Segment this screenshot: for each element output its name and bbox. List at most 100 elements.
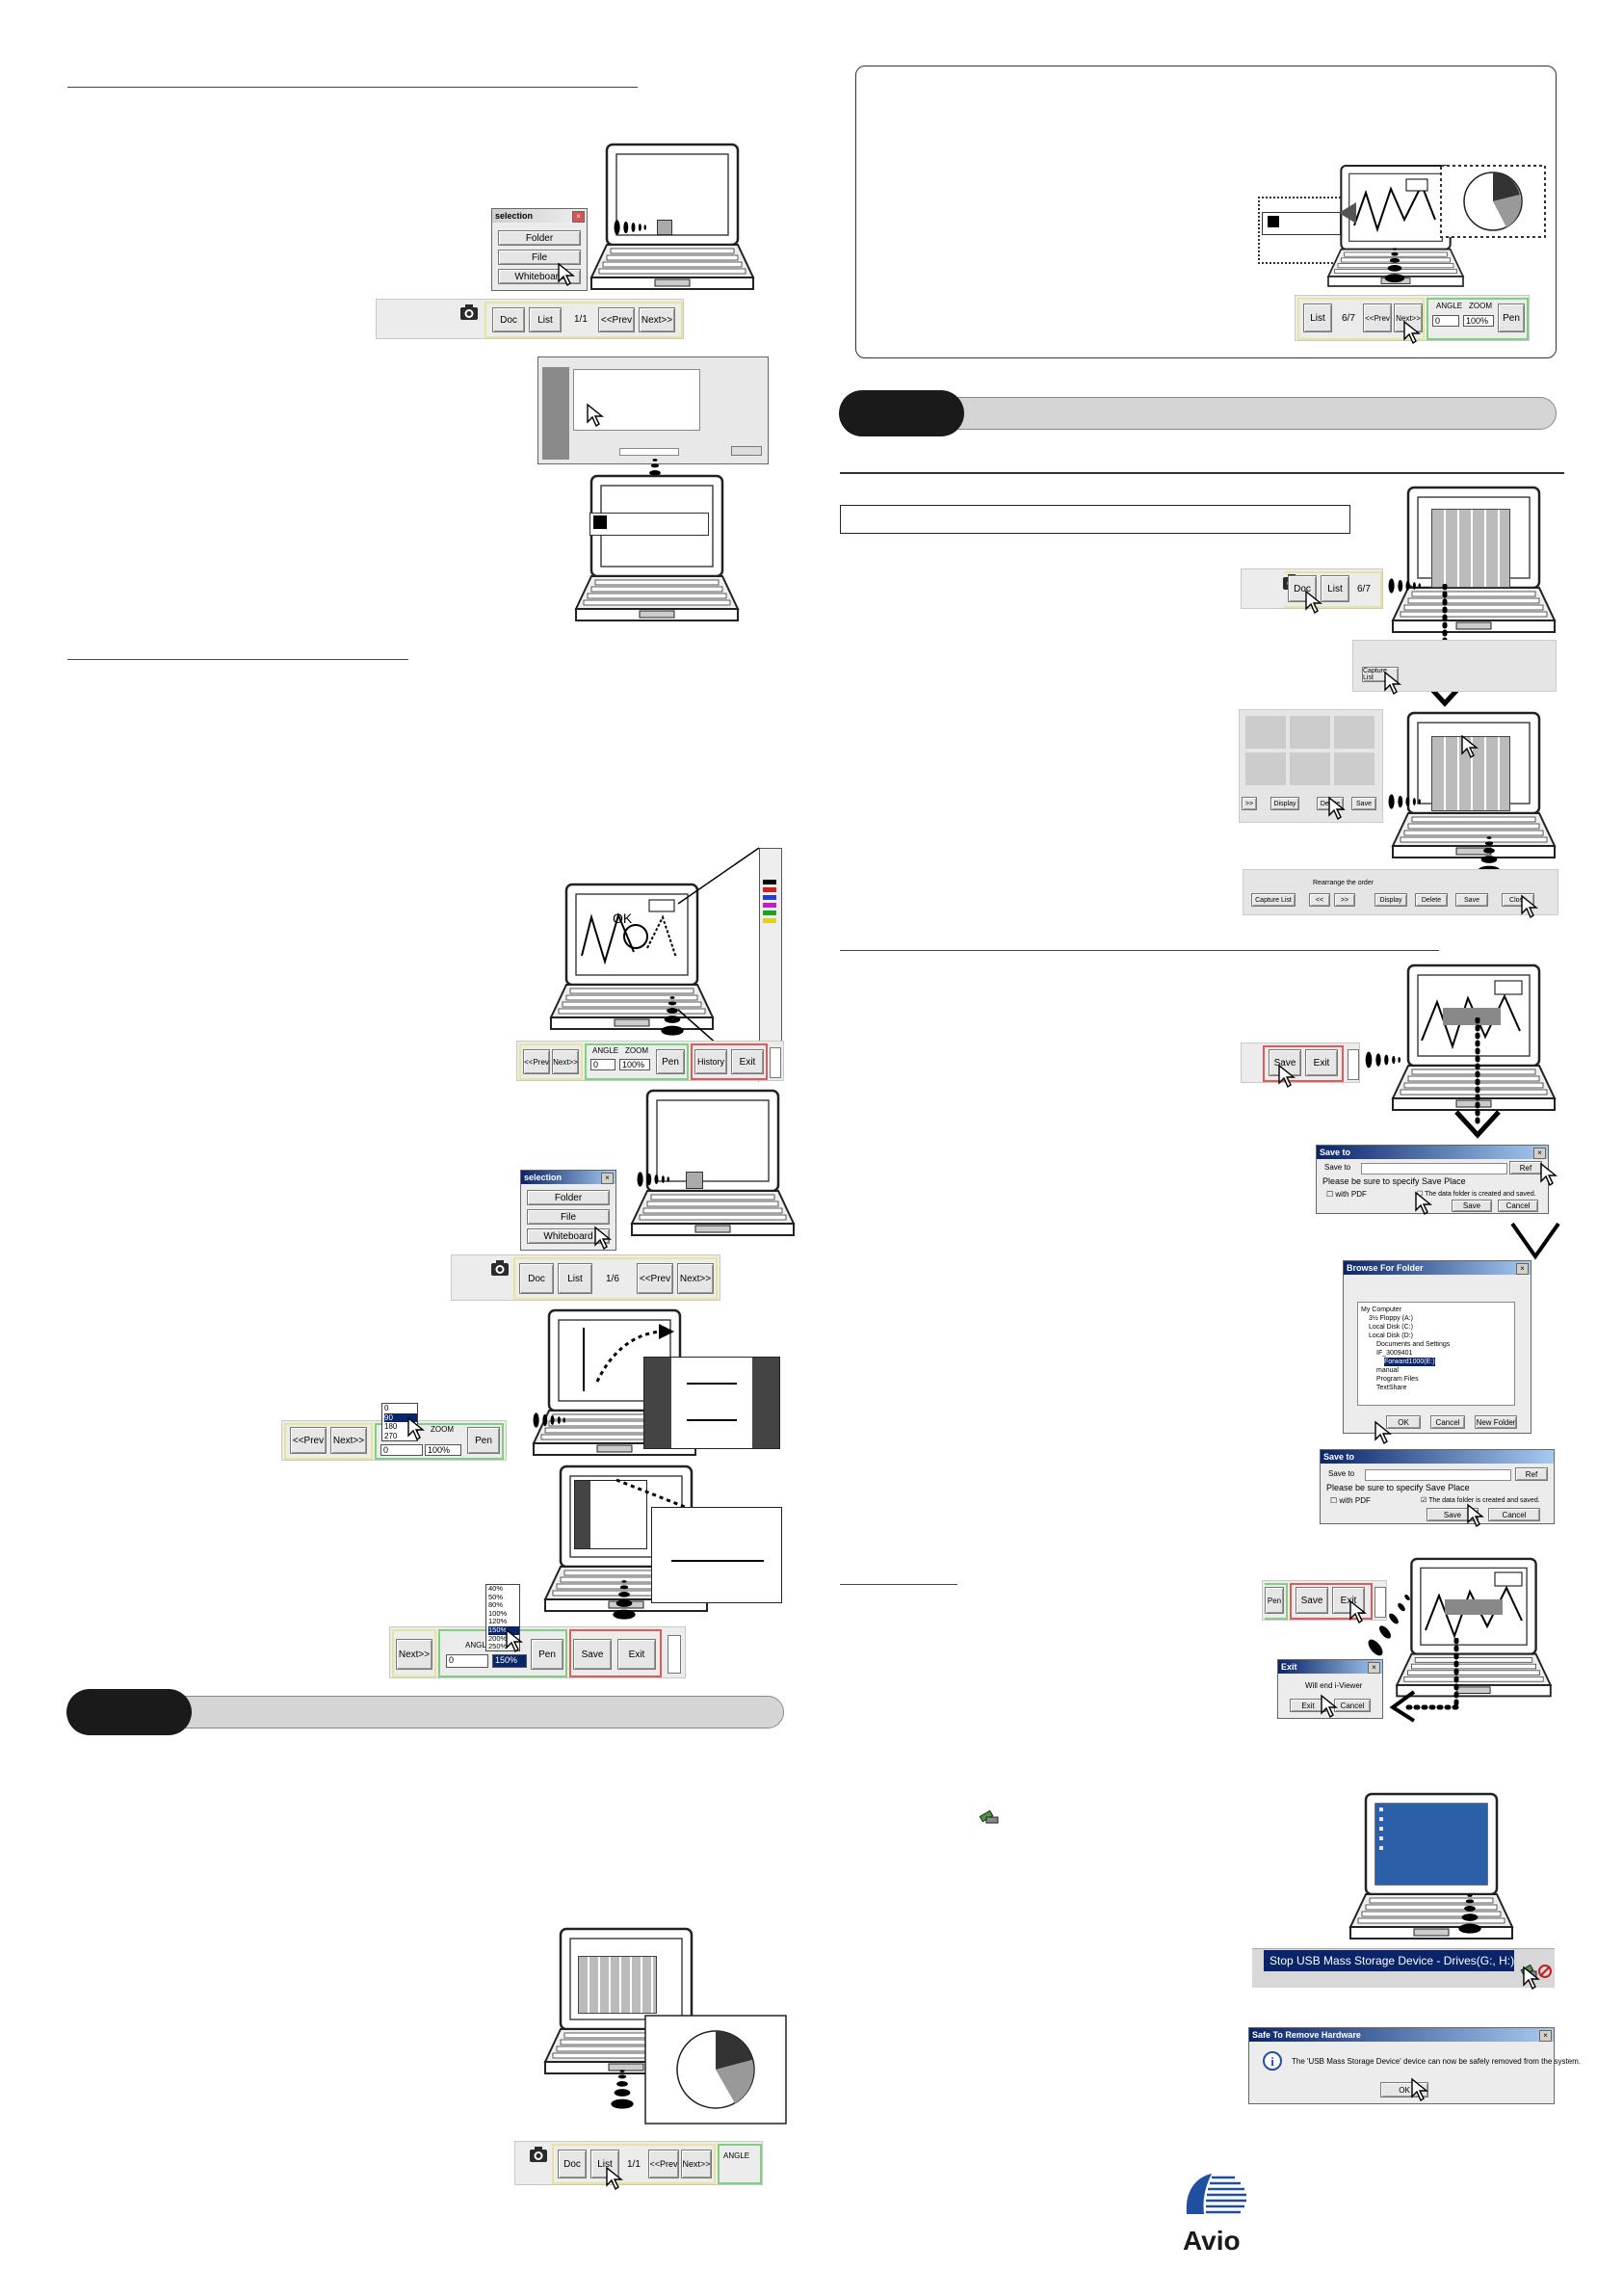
prev-button[interactable]: <<Prev bbox=[1363, 303, 1392, 332]
doc-button[interactable]: Doc bbox=[558, 2150, 587, 2178]
save-button[interactable]: Save bbox=[1351, 797, 1376, 810]
usb-stop-tooltip[interactable]: Stop USB Mass Storage Device - Drives(G:… bbox=[1264, 1950, 1514, 1971]
zoom-select[interactable]: 100% bbox=[425, 1444, 461, 1456]
close-icon[interactable]: × bbox=[1539, 2030, 1552, 2042]
cancel-button[interactable]: Cancel bbox=[1334, 1699, 1371, 1712]
tree-item[interactable]: TextShare bbox=[1376, 1385, 1407, 1391]
tree-item[interactable]: IF_3009401 bbox=[1376, 1350, 1413, 1357]
camera-icon[interactable] bbox=[490, 1259, 510, 1277]
cancel-button[interactable]: Cancel bbox=[1488, 1508, 1540, 1521]
delete-button[interactable]: Delete bbox=[1415, 893, 1448, 907]
zoom-option[interactable]: 120% bbox=[488, 1617, 508, 1626]
created-checkbox[interactable]: ☐ The data folder is created and saved. bbox=[1417, 1191, 1536, 1198]
file-button[interactable]: File bbox=[527, 1209, 610, 1225]
close-icon[interactable]: × bbox=[1368, 1662, 1380, 1674]
prev-button[interactable]: <<Prev bbox=[637, 1263, 673, 1294]
zoom-option[interactable]: 80% bbox=[488, 1600, 504, 1610]
capture-list-button[interactable]: Capture List bbox=[1251, 893, 1296, 907]
display-button[interactable]: Display bbox=[1270, 797, 1299, 810]
angle-select[interactable]: 0 bbox=[590, 1059, 615, 1070]
close-icon[interactable]: × bbox=[1533, 1148, 1546, 1159]
move-right-button[interactable]: >> bbox=[1242, 797, 1257, 810]
open-button[interactable] bbox=[731, 446, 762, 456]
next-button[interactable]: Next>> bbox=[552, 1049, 579, 1074]
prev-button[interactable]: <<Prev bbox=[523, 1049, 550, 1074]
zoom-option[interactable]: 200% bbox=[488, 1633, 508, 1643]
created-checkbox[interactable]: ☑ The data folder is created and saved. bbox=[1421, 1497, 1540, 1504]
save-path-input[interactable] bbox=[1361, 1163, 1507, 1174]
ref-button[interactable]: Ref bbox=[1515, 1467, 1548, 1481]
move-right-button[interactable]: >> bbox=[1334, 893, 1355, 907]
save-button[interactable]: Save bbox=[1455, 893, 1488, 907]
exit-button[interactable]: Exit bbox=[731, 1049, 764, 1074]
with-pdf-checkbox[interactable]: ☐ with PDF bbox=[1326, 1190, 1367, 1199]
prev-button[interactable]: <<Prev bbox=[290, 1427, 327, 1454]
save-path-input[interactable] bbox=[1365, 1469, 1511, 1481]
pen-button[interactable]: Pen bbox=[1498, 303, 1525, 332]
zoom-option[interactable]: 50% bbox=[488, 1592, 504, 1601]
angle-select[interactable]: 0 bbox=[1432, 315, 1459, 327]
tree-item[interactable]: manual bbox=[1376, 1367, 1399, 1374]
close-icon[interactable]: × bbox=[572, 211, 585, 223]
whiteboard-button[interactable]: Whiteboard bbox=[527, 1228, 610, 1244]
save-button[interactable]: Save bbox=[1427, 1508, 1479, 1521]
zoom-select[interactable]: 100% bbox=[619, 1059, 650, 1070]
folder-button[interactable]: Folder bbox=[527, 1190, 610, 1205]
next-button[interactable]: Next>> bbox=[330, 1427, 367, 1454]
pen-button[interactable]: Pen bbox=[1265, 1587, 1284, 1614]
close-icon[interactable]: × bbox=[601, 1173, 614, 1184]
prev-button[interactable]: <<Prev bbox=[598, 307, 635, 332]
tree-item[interactable]: Program Files bbox=[1376, 1376, 1419, 1383]
zoom-option[interactable]: 100% bbox=[488, 1608, 508, 1618]
save-button[interactable]: Save bbox=[1296, 1587, 1328, 1614]
angle-option-selected[interactable]: 90 bbox=[384, 1412, 417, 1422]
tree-item[interactable]: Local Disk (C:) bbox=[1369, 1324, 1413, 1331]
scroll-handle[interactable] bbox=[1348, 1049, 1359, 1080]
cancel-button[interactable]: Cancel bbox=[1430, 1415, 1465, 1429]
ref-button[interactable]: Ref bbox=[1509, 1161, 1542, 1174]
new-folder-button[interactable]: New Folder bbox=[1475, 1415, 1517, 1429]
folder-button[interactable]: Folder bbox=[498, 230, 581, 246]
tree-item[interactable]: 3½ Floppy (A:) bbox=[1369, 1315, 1413, 1322]
angle-option[interactable]: 180 bbox=[384, 1422, 398, 1431]
zoom-option[interactable]: 250% bbox=[488, 1642, 508, 1651]
pen-button[interactable]: Pen bbox=[531, 1639, 563, 1670]
history-button[interactable]: History bbox=[694, 1049, 727, 1074]
scroll-handle[interactable] bbox=[668, 1635, 681, 1674]
angle-option[interactable]: 0 bbox=[384, 1404, 389, 1412]
list-button[interactable]: List bbox=[1303, 303, 1332, 332]
angle-select[interactable]: 0 bbox=[446, 1654, 488, 1668]
tree-item[interactable]: Documents and Settings bbox=[1376, 1341, 1451, 1348]
close-icon[interactable]: × bbox=[1516, 1263, 1529, 1275]
ok-button[interactable]: OK bbox=[1386, 1415, 1421, 1429]
exit-button[interactable]: Exit bbox=[617, 1639, 656, 1670]
zoom-select[interactable]: 150% bbox=[492, 1654, 527, 1668]
angle-select[interactable]: 0 bbox=[380, 1444, 423, 1456]
filename-field[interactable] bbox=[619, 448, 679, 456]
display-button[interactable]: Display bbox=[1374, 893, 1407, 907]
tree-item[interactable]: Local Disk (D:) bbox=[1369, 1333, 1413, 1339]
next-button[interactable]: Next>> bbox=[677, 1263, 714, 1294]
angle-option[interactable]: 270 bbox=[384, 1431, 398, 1440]
next-button[interactable]: Next>> bbox=[396, 1639, 432, 1670]
pen-button[interactable]: Pen bbox=[656, 1049, 685, 1074]
move-left-button[interactable]: << bbox=[1309, 893, 1330, 907]
file-button[interactable]: File bbox=[498, 250, 581, 265]
next-button[interactable]: Next>> bbox=[639, 307, 675, 332]
prev-button[interactable]: <<Prev bbox=[648, 2150, 679, 2178]
with-pdf-checkbox[interactable]: ☐ with PDF bbox=[1330, 1496, 1371, 1505]
exit-button[interactable]: Exit bbox=[1305, 1049, 1338, 1076]
save-button[interactable]: Save bbox=[573, 1639, 612, 1670]
list-button[interactable]: List bbox=[529, 307, 562, 332]
camera-icon[interactable] bbox=[459, 303, 479, 321]
pen-button[interactable]: Pen bbox=[467, 1427, 500, 1454]
zoom-option[interactable]: 40% bbox=[488, 1584, 504, 1593]
camera-icon[interactable] bbox=[529, 2146, 548, 2163]
tree-item[interactable]: My Computer bbox=[1361, 1306, 1402, 1313]
cancel-button[interactable]: Cancel bbox=[1498, 1200, 1538, 1212]
zoom-select[interactable]: 100% bbox=[1463, 315, 1494, 327]
save-button[interactable]: Save bbox=[1452, 1200, 1492, 1212]
doc-button[interactable]: Doc bbox=[492, 307, 525, 332]
exit-button[interactable]: Exit bbox=[1290, 1699, 1326, 1712]
list-button[interactable]: List bbox=[558, 1263, 592, 1294]
